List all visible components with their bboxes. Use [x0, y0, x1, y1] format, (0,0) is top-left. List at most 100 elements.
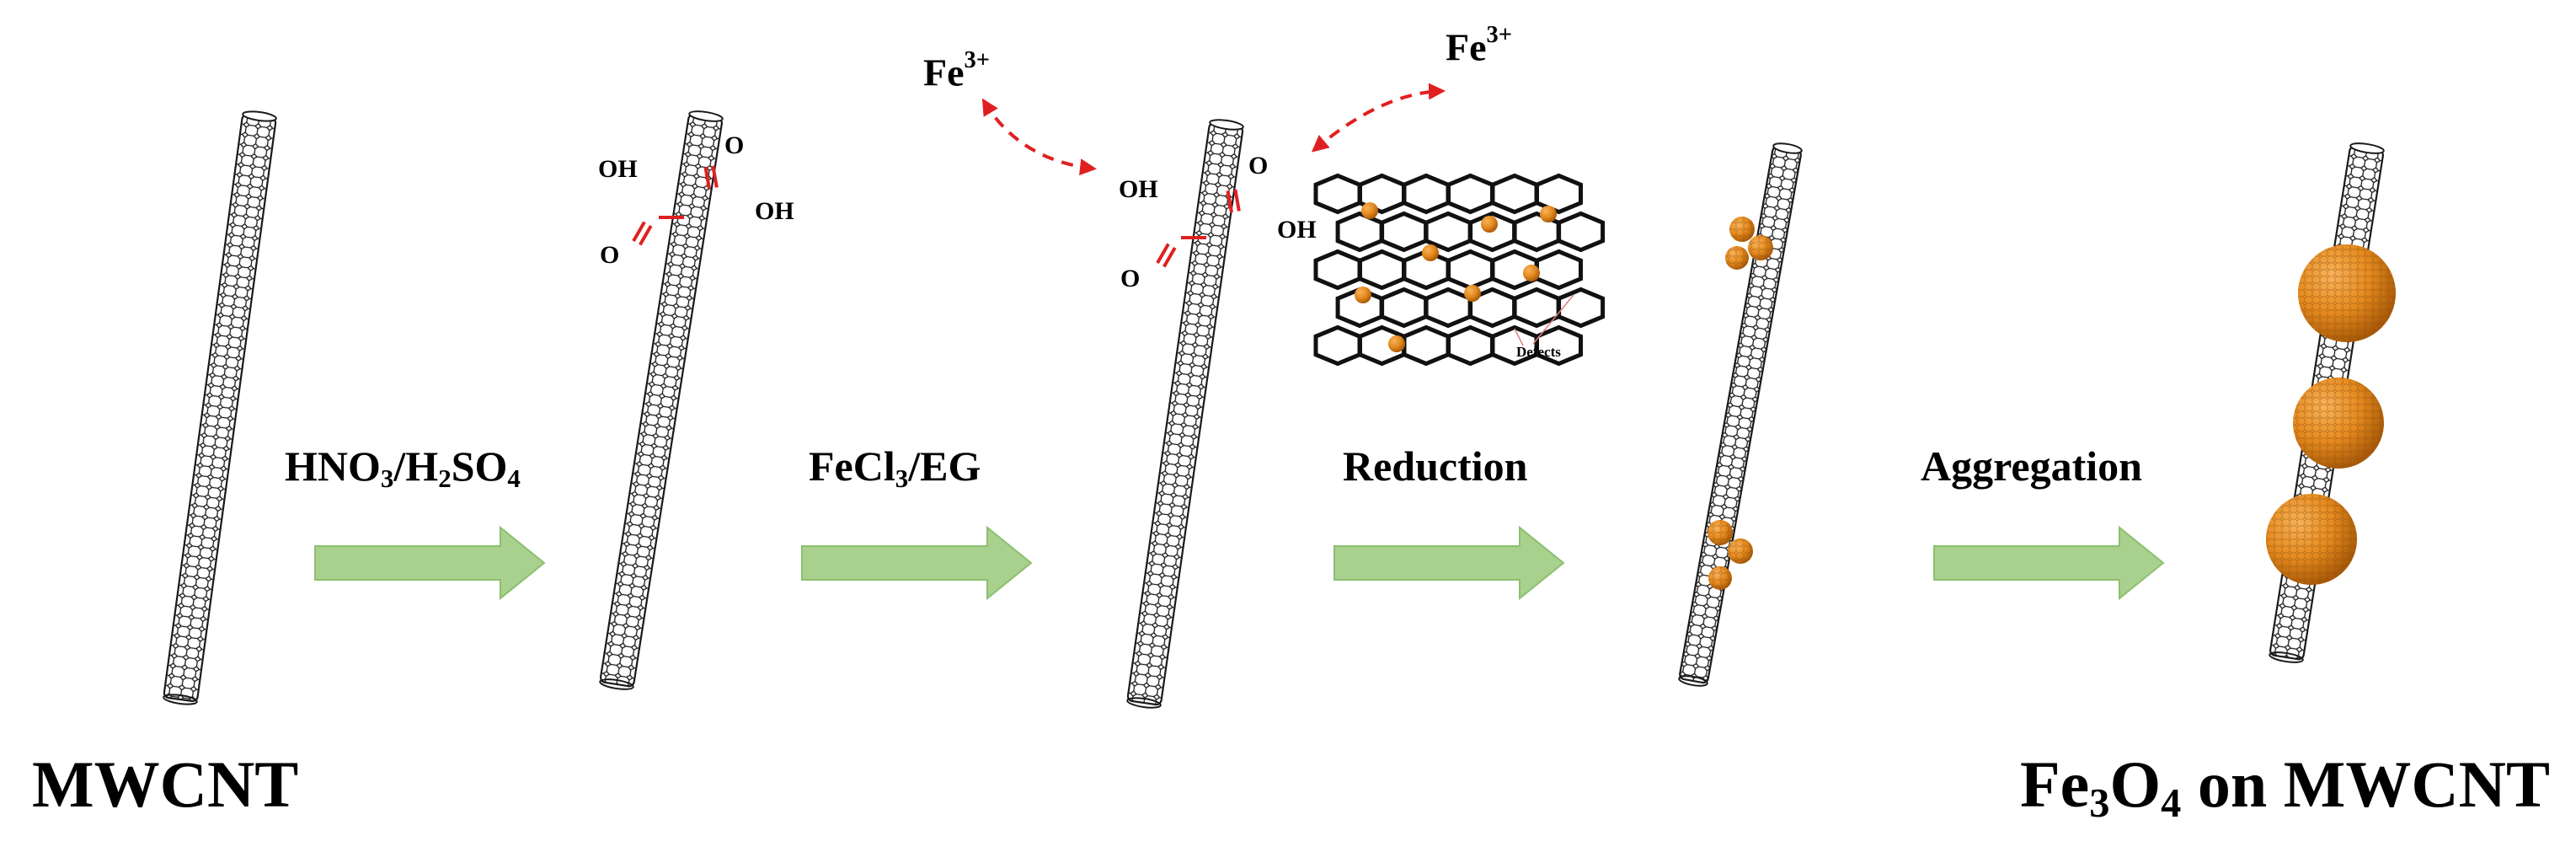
- nanotube-4: [1678, 142, 1803, 687]
- nanotube-body: [599, 110, 724, 690]
- graphene-ring: [1313, 324, 1362, 367]
- particle-small-5: [1728, 539, 1753, 564]
- ion-fe3-left: Fe3+: [923, 47, 990, 94]
- bond-line-a: [703, 167, 711, 190]
- label-end-b: 3: [2089, 781, 2110, 827]
- ion-right-base: Fe: [1446, 25, 1487, 69]
- defect-pointer-b: [1532, 294, 1574, 345]
- graphene-ring: [1535, 249, 1583, 291]
- ion-arrow-layer: [981, 83, 1446, 176]
- adsorbed-ion: [1481, 216, 1498, 233]
- nanotube-layer: [163, 110, 2385, 709]
- graphene-ring: [1424, 287, 1472, 329]
- particle-lattice: [1725, 246, 1749, 270]
- particle-lattice: [1708, 566, 1732, 590]
- bond-line-b: [1233, 189, 1241, 212]
- adsorbed-ion: [1361, 202, 1378, 219]
- bond-line-b: [1162, 246, 1177, 268]
- graphene-ring: [1335, 211, 1384, 253]
- nanotube-wall: [1126, 121, 1244, 706]
- particle-small-4: [1708, 520, 1733, 545]
- process-arrow-1: [314, 525, 546, 601]
- functional-group-bond-layer: [632, 165, 1241, 268]
- step-label-reduction: Reduction: [1343, 442, 1528, 490]
- bond-line-a: [632, 221, 646, 242]
- nanotube-bottom-cap: [1678, 675, 1708, 687]
- nanotube-body: [1126, 119, 1244, 709]
- step2-p2: /EG: [908, 442, 981, 490]
- label-mwcnt: MWCNT: [32, 748, 299, 821]
- graphene-ring: [1358, 249, 1406, 291]
- particle-lattice: [2298, 244, 2396, 342]
- label-defects: Defects: [1516, 344, 1561, 360]
- nanotube-body: [1678, 142, 1803, 687]
- particle-lattice: [1708, 520, 1733, 545]
- group-o-t2-left: O: [600, 241, 620, 269]
- step-label-aggregation: Aggregation: [1921, 442, 2142, 490]
- double-bond-t2-right: [703, 165, 719, 190]
- process-arrow-layer: [314, 525, 2165, 601]
- step1-p1: 3: [380, 463, 394, 493]
- particle-lattice: [2266, 494, 2357, 585]
- ion-arrow-right: [1311, 83, 1446, 153]
- step2-p0: FeCl: [809, 442, 895, 490]
- adsorbed-ion: [1422, 244, 1439, 261]
- nanotube-1: [163, 110, 277, 705]
- double-bond-t3-right: [1226, 189, 1241, 213]
- particle-layer: [1708, 217, 2396, 590]
- graphene-ring: [1380, 211, 1429, 253]
- ion-fe3-right: Fe3+: [1446, 22, 1512, 69]
- defect-inset: [1313, 173, 1606, 367]
- bond-line-a: [1156, 243, 1170, 264]
- nanotube-body: [163, 110, 277, 705]
- nanotube-bottom-cap: [1126, 697, 1162, 709]
- group-oh-t3-right: OH: [1277, 216, 1317, 244]
- adsorbed-ion: [1464, 285, 1481, 302]
- graphene-ring: [1490, 173, 1539, 215]
- graphene-ring: [1535, 324, 1583, 367]
- graphene-ring: [1446, 324, 1494, 367]
- graphene-ring: [1402, 173, 1451, 215]
- graphene-ring: [1557, 287, 1606, 329]
- nanotube-top-cap: [1209, 119, 1244, 131]
- nanotube-wall: [600, 113, 723, 688]
- step2-p1: 3: [895, 463, 909, 493]
- ion-right-sup: 3+: [1486, 22, 1513, 48]
- group-oh-t3-left: OH: [1119, 175, 1158, 203]
- step-label-fecl3: FeCl3/EG: [809, 442, 981, 494]
- bond-line-b: [711, 165, 719, 188]
- label-end-e: on MWCNT: [2181, 748, 2550, 821]
- bond-line-a: [1226, 190, 1233, 213]
- adsorbed-ion: [1523, 265, 1540, 281]
- nanotube-3: [1126, 119, 1244, 709]
- nanotube-top-cap: [242, 110, 277, 122]
- label-end-d: 4: [2161, 781, 2182, 827]
- label-end-c: O: [2109, 748, 2162, 821]
- nanotube-bottom-cap: [163, 694, 198, 705]
- particle-lattice: [2293, 378, 2384, 469]
- particle-small-3: [1725, 246, 1749, 270]
- defect-pointer-a: [1514, 328, 1524, 346]
- nanotube-top-cap: [688, 110, 724, 122]
- graphene-sheet: [1313, 173, 1606, 367]
- step1-p2: /H: [393, 442, 439, 490]
- label-end-a: Fe: [2020, 748, 2090, 821]
- graphene-ring: [1446, 173, 1494, 215]
- graphene-ring: [1313, 249, 1362, 291]
- bond-line-b: [639, 224, 653, 246]
- label-fe3o4-on-mwcnt: Fe3O4 on MWCNT: [2020, 747, 2550, 827]
- graphene-ring: [1380, 287, 1429, 329]
- nanotube-bottom-cap: [599, 678, 634, 690]
- particle-lattice: [1729, 217, 1755, 242]
- double-bond-t3-left: [1156, 243, 1177, 268]
- step1-p0: HNO: [285, 442, 381, 490]
- group-o-t2-right: O: [724, 131, 745, 159]
- graphene-ring: [1446, 249, 1494, 291]
- graphene-ring: [1313, 173, 1362, 215]
- step1-p5: 4: [507, 463, 521, 493]
- step1-p4: SO: [451, 442, 508, 490]
- adsorbed-ion: [1355, 287, 1371, 303]
- nanotube-top-cap: [2349, 142, 2385, 154]
